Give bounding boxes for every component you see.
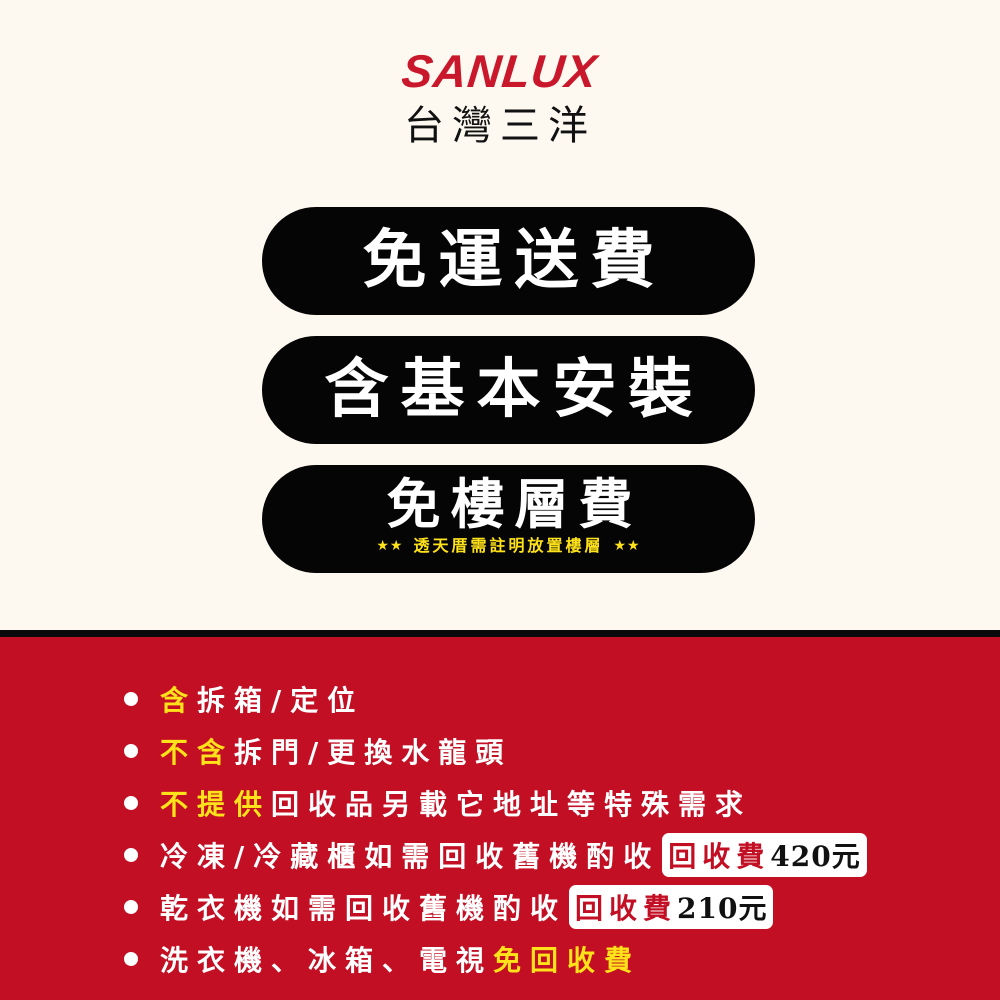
header-section: SANLUX 台灣三洋 免運送費 含基本安裝 免樓層費 ★★ 透天厝需註明放置樓… [0,45,1000,573]
badge-free-floor-fee: 免樓層費 ★★ 透天厝需註明放置樓層 ★★ [262,465,755,573]
badge-note: ★★ 透天厝需註明放置樓層 ★★ [376,536,640,556]
bullet-icon [124,796,138,810]
term-highlight: 含 [160,684,198,717]
term-highlight: 免回收費 [493,944,642,977]
terms-panel: 含 拆箱/定位 不含 拆門/更換水龍頭 不提供 回收品另載它地址等特殊需求 冷凍… [0,637,1000,1000]
brand-name-zh: 台灣三洋 [404,103,596,149]
term-text: 洗衣機、冰箱、電視 [160,944,494,977]
list-item: 洗衣機、冰箱、電視 免回收費 [124,933,867,985]
bullet-icon [124,900,138,914]
star-icon: ★★ [376,538,404,554]
list-item: 含 拆箱/定位 [124,673,867,725]
bullet-icon [124,692,138,706]
brand-logo-text: SANLUX [399,45,601,97]
term-text: 乾衣機如需回收舊機酌收 [160,892,568,925]
fee-label: 回收費 [668,840,771,873]
recycling-fee-badge: 回收費 420元 [662,833,867,877]
star-icon: ★★ [613,538,641,554]
section-divider [0,630,1000,637]
term-text: 拆門/更換水龍頭 [234,736,513,769]
term-text: 回收品另載它地址等特殊需求 [271,788,753,821]
list-item: 冷凍/冷藏櫃如需回收舊機酌收 回收費 420元 [124,829,867,881]
badge-free-shipping: 免運送費 [262,207,755,315]
badge-basic-installation: 含基本安裝 [262,336,755,444]
term-highlight: 不含 [160,736,235,769]
list-item: 乾衣機如需回收舊機酌收 回收費 210元 [124,881,867,933]
badge-title: 免運送費 [362,224,667,298]
list-item: 不含 拆門/更換水龍頭 [124,725,867,777]
list-item: 不提供 回收品另載它地址等特殊需求 [124,777,867,829]
fee-label: 回收費 [575,892,678,925]
terms-list: 含 拆箱/定位 不含 拆門/更換水龍頭 不提供 回收品另載它地址等特殊需求 冷凍… [124,673,867,985]
bullet-icon [124,848,138,862]
brand-logo: SANLUX 台灣三洋 [0,45,1000,149]
term-text: 冷凍/冷藏櫃如需回收舊機酌收 [160,840,661,873]
badge-title: 免樓層費 [386,473,643,536]
term-highlight: 不提供 [160,788,272,821]
bullet-icon [124,744,138,758]
badge-title: 含基本安裝 [324,353,705,427]
term-text: 拆箱/定位 [197,684,365,717]
fee-amount: 420元 [770,840,861,873]
bullet-icon [124,952,138,966]
recycling-fee-badge: 回收費 210元 [569,885,774,929]
fee-amount: 210元 [677,892,768,925]
badge-note-text: 透天厝需註明放置樓層 [413,536,604,555]
